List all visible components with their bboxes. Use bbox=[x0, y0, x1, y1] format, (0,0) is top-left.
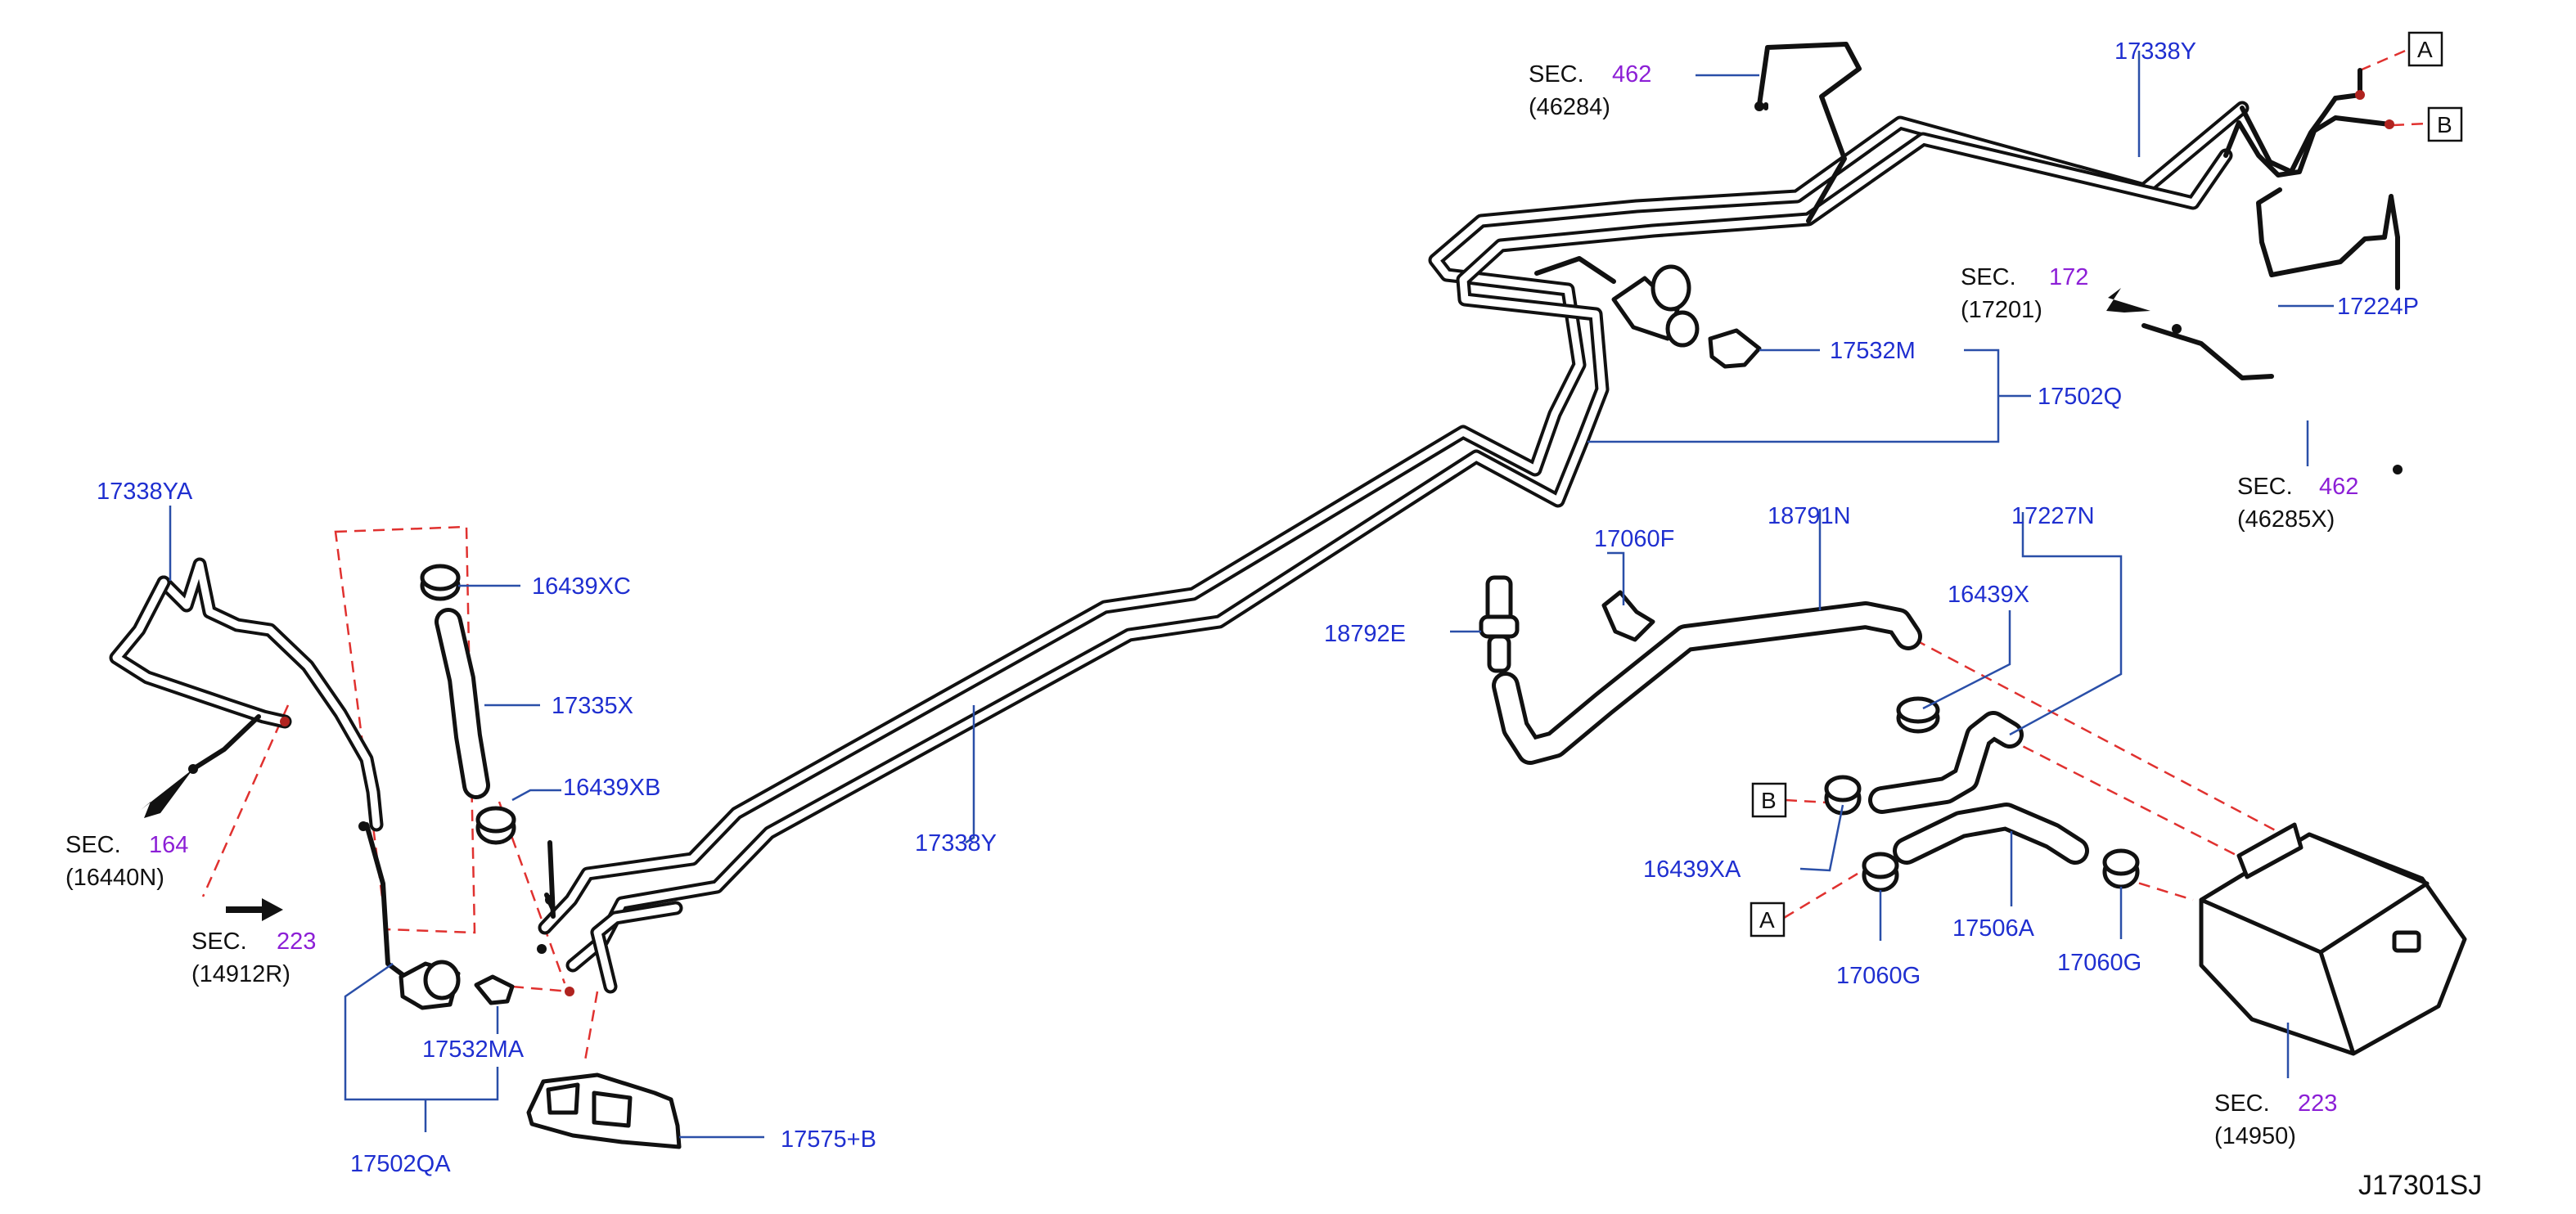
hose-17335X bbox=[435, 608, 490, 799]
label-17060F: 17060F bbox=[1594, 526, 1674, 552]
sec-ref-462-46284: SEC. 462 (46284) bbox=[1529, 61, 1651, 120]
clip-17532MA bbox=[474, 974, 515, 1005]
sec-ref-462-46285X: SEC. 462 (46285X) bbox=[2237, 474, 2358, 533]
svg-text:SEC.: SEC. bbox=[191, 928, 247, 955]
left-pipe-17338YA bbox=[109, 557, 410, 981]
bracket-17575B bbox=[526, 1072, 682, 1149]
svg-text:SEC.: SEC. bbox=[2237, 474, 2293, 500]
svg-text:223: 223 bbox=[277, 928, 316, 955]
top-branch-lines bbox=[1757, 42, 2400, 380]
label-17060G-right: 17060G bbox=[2057, 950, 2141, 976]
label-17335X: 17335X bbox=[552, 693, 633, 719]
pipe-end-dots bbox=[188, 90, 2403, 996]
label-17502QA: 17502QA bbox=[350, 1151, 451, 1177]
evap-canister bbox=[2199, 822, 2467, 1056]
svg-text:(46285X): (46285X) bbox=[2237, 506, 2335, 533]
label-17338Y-top: 17338Y bbox=[2114, 38, 2196, 65]
label-16439X: 16439X bbox=[1948, 582, 2029, 608]
label-17506A: 17506A bbox=[1952, 915, 2035, 942]
label-17224P: 17224P bbox=[2337, 294, 2419, 320]
svg-text:SEC.: SEC. bbox=[1961, 264, 2016, 290]
sec-ref-164-16440N: SEC. 164 (16440N) bbox=[65, 832, 188, 891]
sec-ref-172-17201: SEC. 172 (17201) bbox=[1961, 264, 2088, 323]
svg-text:SEC.: SEC. bbox=[1529, 61, 1584, 88]
label-17227N: 17227N bbox=[2011, 503, 2095, 529]
clip-17532M bbox=[1708, 328, 1762, 369]
hose-18791N bbox=[1492, 601, 1922, 765]
label-17338Y-mid: 17338Y bbox=[915, 830, 997, 857]
diagram-code: J17301SJ bbox=[2358, 1170, 2482, 1201]
sec-ref-223-14912R: SEC. 223 (14912R) bbox=[191, 928, 316, 987]
label-18791N: 18791N bbox=[1768, 503, 1851, 529]
svg-text:A: A bbox=[1759, 907, 1775, 933]
svg-text:164: 164 bbox=[149, 832, 188, 858]
svg-text:(16440N): (16440N) bbox=[65, 865, 164, 891]
arrow-sec172 bbox=[2106, 288, 2150, 312]
svg-text:(46284): (46284) bbox=[1529, 94, 1610, 120]
svg-text:462: 462 bbox=[2319, 474, 2358, 500]
svg-text:(14912R): (14912R) bbox=[191, 961, 290, 987]
direction-arrows bbox=[141, 288, 2150, 921]
clamp-17060G-left bbox=[1862, 852, 1899, 893]
clamp-16439XB bbox=[475, 806, 516, 845]
connector-17502QA bbox=[399, 960, 461, 1010]
clamp-16439XA bbox=[1824, 775, 1862, 816]
label-16439XA: 16439XA bbox=[1643, 857, 1741, 883]
label-17502Q: 17502Q bbox=[2038, 384, 2122, 410]
label-17532M: 17532M bbox=[1830, 338, 1916, 364]
marker-box-b-top: B bbox=[2427, 106, 2463, 142]
marker-box-a-top: A bbox=[2407, 31, 2443, 67]
arrow-sec164 bbox=[141, 769, 193, 818]
part-number-labels: 17338Y 17224P 17532M 17502Q 17338YA 1643… bbox=[97, 38, 2419, 1177]
clip-17060F bbox=[1601, 590, 1655, 642]
svg-text:(14950): (14950) bbox=[2214, 1123, 2296, 1149]
clamp-16439XC bbox=[420, 564, 461, 601]
connector-markers: A B B A bbox=[1750, 31, 2463, 937]
svg-text:A: A bbox=[2417, 37, 2433, 62]
quick-connector-17532M-upper bbox=[1534, 256, 1700, 348]
clamp-16439X bbox=[1896, 696, 1940, 734]
svg-text:B: B bbox=[1761, 788, 1777, 813]
label-17338YA: 17338YA bbox=[97, 479, 193, 505]
label-16439XB: 16439XB bbox=[563, 775, 660, 801]
small-pipe-stubs bbox=[544, 840, 556, 919]
hose-17506A bbox=[1893, 803, 2089, 865]
leader-lines bbox=[169, 51, 2334, 1139]
label-18792E: 18792E bbox=[1324, 621, 1406, 647]
marker-box-a-bottom: A bbox=[1750, 902, 1786, 937]
svg-text:(17201): (17201) bbox=[1961, 297, 2042, 323]
svg-text:172: 172 bbox=[2049, 264, 2088, 290]
main-pipe-bundle-17338Y bbox=[538, 101, 2249, 994]
arrow-sec223-left bbox=[226, 898, 283, 921]
pipe-stub-18792E bbox=[1479, 575, 1520, 673]
section-references: SEC. 462 (46284) SEC. 172 (17201) SEC. 4… bbox=[65, 61, 2358, 1149]
clamp-17060G-right bbox=[2102, 848, 2140, 889]
label-17060G-left: 17060G bbox=[1836, 963, 1921, 989]
hose-elbow-17227N bbox=[1868, 711, 2024, 814]
svg-text:462: 462 bbox=[1612, 61, 1651, 88]
marker-box-b-bottom: B bbox=[1751, 782, 1787, 818]
label-17532MA: 17532MA bbox=[422, 1036, 525, 1063]
svg-text:223: 223 bbox=[2298, 1090, 2337, 1117]
sec-ref-223-14950: SEC. 223 (14950) bbox=[2214, 1090, 2337, 1149]
label-17575B: 17575+B bbox=[781, 1126, 876, 1153]
svg-text:B: B bbox=[2437, 112, 2452, 137]
label-16439XC: 16439XC bbox=[532, 573, 631, 600]
svg-text:SEC.: SEC. bbox=[65, 832, 121, 858]
svg-text:SEC.: SEC. bbox=[2214, 1090, 2270, 1117]
